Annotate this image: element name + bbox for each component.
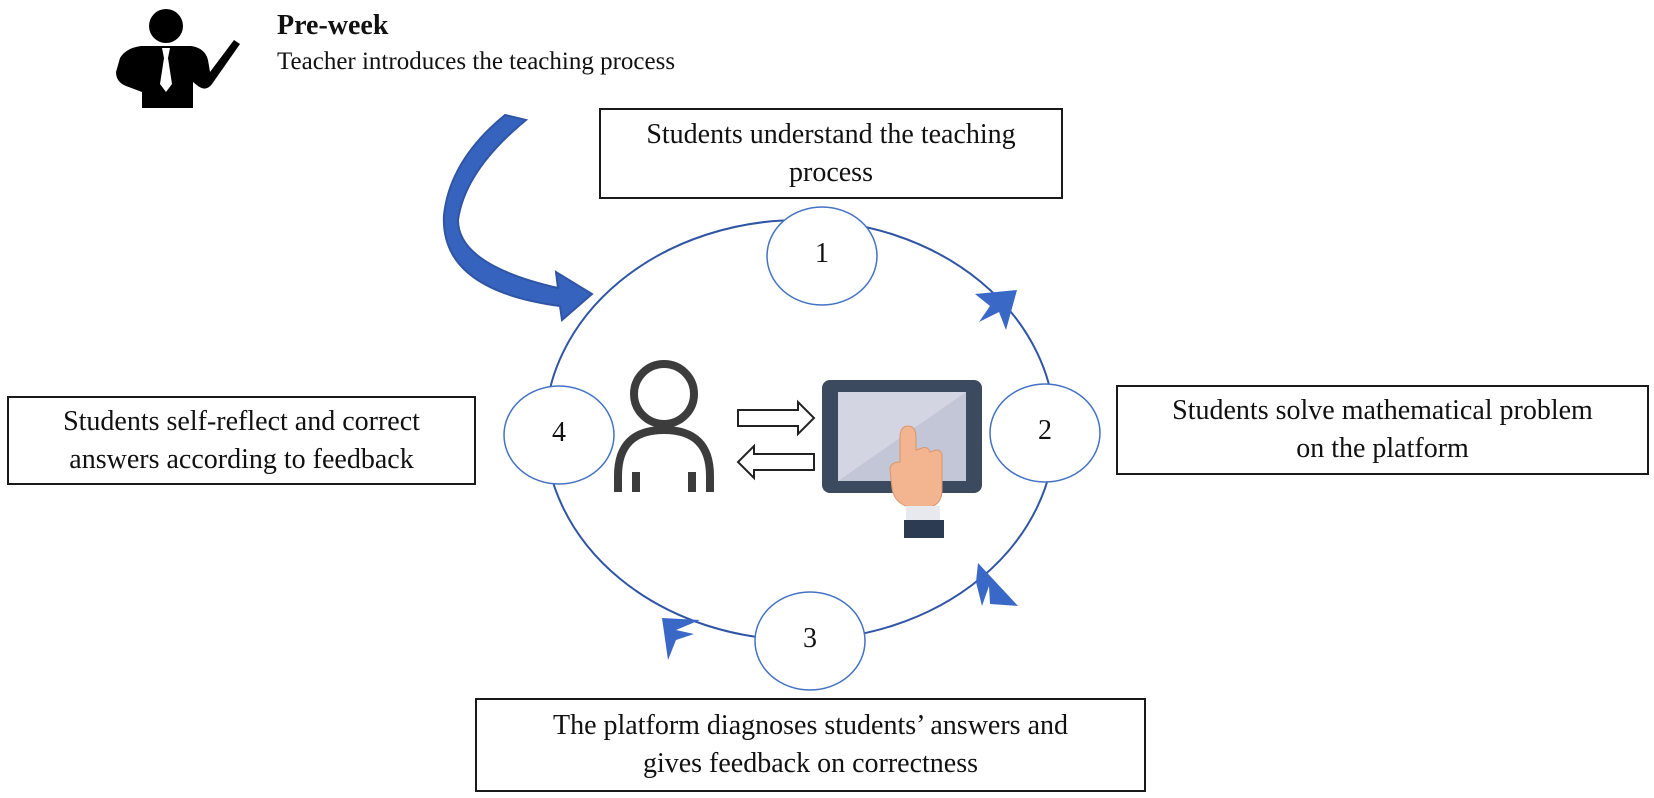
step-circle-2 <box>989 383 1101 483</box>
step-2-box: Students solve mathematical problem on t… <box>1116 385 1649 475</box>
ring-arrowhead-icon <box>662 618 700 660</box>
step-3-box: The platform diagnoses students’ answers… <box>475 698 1146 792</box>
step-number-4: 4 <box>552 417 566 448</box>
student-person-icon <box>614 360 714 492</box>
pre-week-subtitle: Teacher introduces the teaching process <box>277 48 676 75</box>
step-1-box: Students understand the teaching process <box>599 108 1063 199</box>
ring-arrowhead-icon <box>975 290 1017 330</box>
tablet-touch-icon <box>822 380 982 538</box>
step-number-3: 3 <box>803 623 817 654</box>
teacher-presenting-icon <box>116 9 240 108</box>
exchange-arrows-icon <box>736 399 816 481</box>
step-circle-1 <box>766 206 878 306</box>
pre-week-title: Pre-week <box>277 10 389 41</box>
step-4-box: Students self-reflect and correct answer… <box>7 396 476 485</box>
step-number-2: 2 <box>1038 415 1052 446</box>
step-circle-3 <box>754 591 866 691</box>
ring-arrowhead-icon <box>976 563 1018 606</box>
step-circle-4 <box>503 385 615 485</box>
curved-arrow-icon <box>442 113 594 322</box>
step-number-1: 1 <box>815 238 829 269</box>
